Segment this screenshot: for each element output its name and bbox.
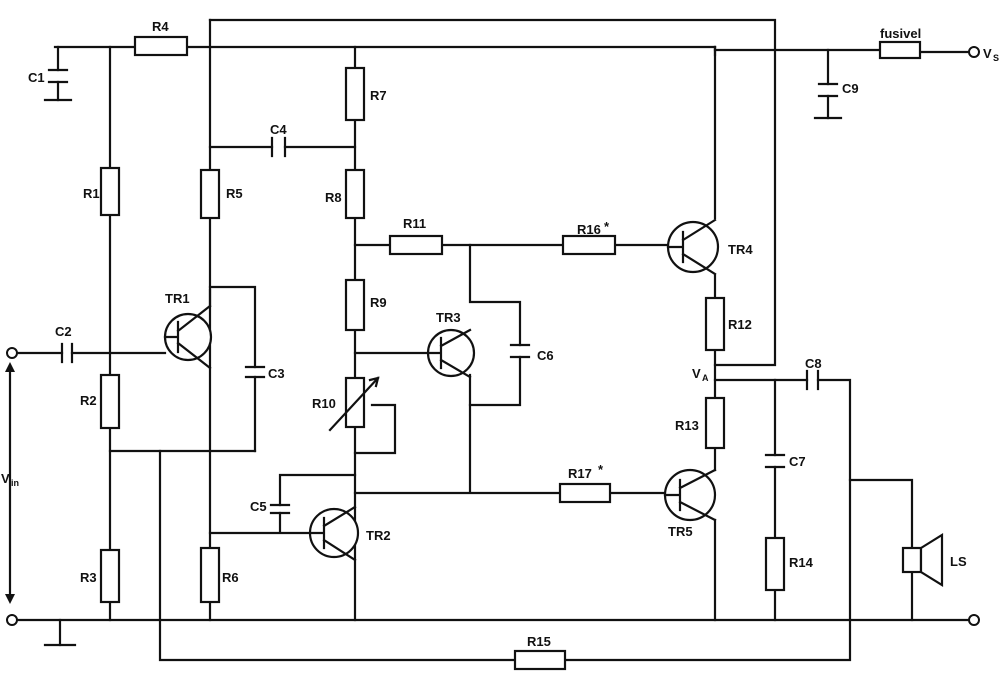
- label-c7: C7: [789, 454, 806, 469]
- label-r3: R3: [80, 570, 97, 585]
- resistor-r1: [99, 166, 121, 217]
- component-labels: R4 C1 R1 R5 C4 R7 R8 R11 R16 * TR4 TR1 R…: [1, 19, 999, 649]
- label-r14: R14: [789, 555, 814, 570]
- resistor-r4: [133, 35, 189, 57]
- label-r16-mark: *: [604, 219, 610, 234]
- terminal-out: [968, 614, 980, 626]
- label-r13: R13: [675, 418, 699, 433]
- label-r17: R17: [568, 466, 592, 481]
- capacitor-c9: [817, 82, 839, 98]
- label-c1: C1: [28, 70, 45, 85]
- resistor-r8: [344, 168, 366, 220]
- label-va: V: [692, 366, 701, 381]
- terminal-gnd-left: [6, 614, 18, 626]
- label-r15: R15: [527, 634, 551, 649]
- capacitor-c2: [60, 342, 74, 364]
- resistor-r6: [199, 546, 221, 604]
- transistor-tr3: [426, 328, 476, 379]
- capacitor-c6: [509, 343, 531, 359]
- wires: [8, 18, 970, 662]
- transistors: [163, 218, 720, 562]
- fuse: [878, 40, 922, 60]
- label-r8: R8: [325, 190, 342, 205]
- label-r2: R2: [80, 393, 97, 408]
- transistor-tr4: [666, 218, 720, 276]
- resistor-r11: [388, 234, 444, 256]
- label-r12: R12: [728, 317, 752, 332]
- capacitor-c5: [269, 503, 291, 515]
- label-r4: R4: [152, 19, 169, 34]
- terminal-vin: [6, 347, 18, 359]
- capacitors: [47, 68, 839, 515]
- capacitor-c4: [270, 136, 287, 158]
- capacitor-c1: [47, 68, 69, 84]
- label-c3: C3: [268, 366, 285, 381]
- loudspeaker-ls: [901, 533, 944, 587]
- terminal-vs: [968, 46, 980, 58]
- resistor-r14: [764, 536, 786, 592]
- label-c8: C8: [805, 356, 822, 371]
- label-ls: LS: [950, 554, 967, 569]
- resistor-r16: [561, 234, 617, 256]
- label-r7: R7: [370, 88, 387, 103]
- label-r16: R16: [577, 222, 601, 237]
- label-vs: V: [983, 46, 992, 61]
- resistors: [99, 35, 786, 671]
- capacitor-c3: [244, 365, 266, 379]
- resistor-r17: [558, 482, 612, 504]
- label-r1: R1: [83, 186, 100, 201]
- label-vin-sub: in: [11, 478, 19, 488]
- label-r17-mark: *: [598, 462, 604, 477]
- resistor-r3: [99, 548, 121, 604]
- label-tr4: TR4: [728, 242, 753, 257]
- resistor-r12: [704, 296, 726, 352]
- label-tr1: TR1: [165, 291, 190, 306]
- label-c5: C5: [250, 499, 267, 514]
- ground-symbols: [43, 98, 843, 647]
- resistor-r13: [704, 396, 726, 450]
- label-c9: C9: [842, 81, 859, 96]
- label-tr5: TR5: [668, 524, 693, 539]
- label-fuse: fusivel: [880, 26, 921, 41]
- label-r6: R6: [222, 570, 239, 585]
- transistor-tr5: [663, 468, 717, 522]
- label-va-sub: A: [702, 373, 709, 383]
- r10-adjust-arrow: [328, 376, 380, 432]
- label-r11: R11: [403, 216, 426, 231]
- label-r9: R9: [370, 295, 387, 310]
- resistor-r2: [99, 373, 121, 430]
- terminals: [6, 46, 980, 626]
- resistor-r15: [513, 649, 567, 671]
- resistor-r9: [344, 278, 366, 332]
- resistor-r7: [344, 66, 366, 122]
- label-r5: R5: [226, 186, 243, 201]
- label-c6: C6: [537, 348, 554, 363]
- transistor-tr1: [163, 288, 213, 370]
- capacitor-c7: [764, 453, 786, 469]
- label-vs-sub: S: [993, 53, 999, 63]
- label-c4: C4: [270, 122, 287, 137]
- label-vin: V: [1, 471, 10, 486]
- label-tr3: TR3: [436, 310, 461, 325]
- resistor-r5: [199, 168, 221, 220]
- capacitor-c8: [805, 369, 820, 391]
- label-c2: C2: [55, 324, 72, 339]
- label-r10: R10: [312, 396, 336, 411]
- label-tr2: TR2: [366, 528, 391, 543]
- transistor-tr2: [308, 505, 360, 562]
